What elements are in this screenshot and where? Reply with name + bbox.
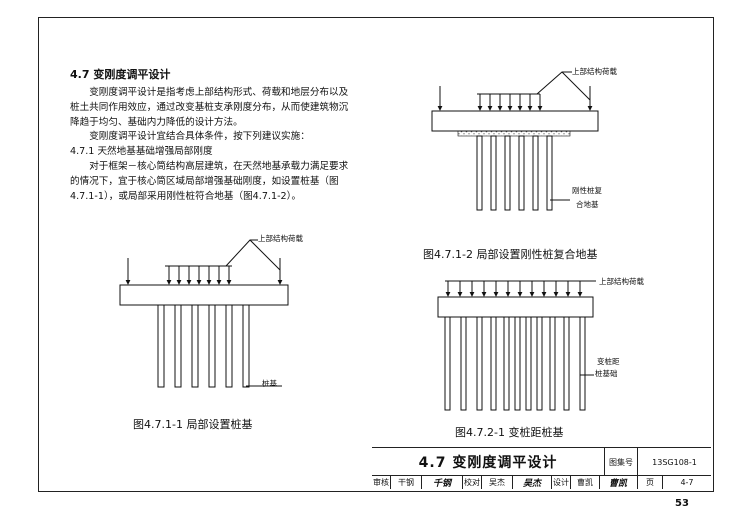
title-block-top-row: 4.7 变刚度调平设计 图集号 13SG108-1 (372, 447, 711, 476)
check-label: 校对 (464, 478, 480, 487)
fig2-pile-label-2: 合地基 (576, 200, 599, 209)
section-body: 变刚度调平设计是指考虑上部结构形式、荷载和地层分布以及桩土共同作用效应，通过改变… (70, 86, 355, 204)
fig3-load-label: 上部结构荷载 (599, 277, 644, 286)
atlas-number: 13SG108-1 (652, 457, 697, 467)
fig3-pile-label-1: 变桩距 (597, 357, 620, 366)
paragraph-frame-core: 对于框架－核心筒结构高层建筑，在天然地基承载力满足要求的情况下，宜于核心筒区域局… (70, 160, 349, 202)
fig2-load-label: 上部结构荷载 (572, 67, 617, 76)
review-label: 审核 (373, 478, 389, 487)
section-title: 4.7 变刚度调平设计 (70, 68, 171, 81)
sheet-number: 4-7 (680, 478, 694, 487)
designer-signature: 曹凯 (608, 479, 627, 489)
checker-signature: 吴杰 (522, 479, 541, 489)
paragraph-advice: 变刚度调平设计宜结合具体条件，按下列建议实施： (89, 131, 310, 143)
reviewer-signature: 千钢 (432, 479, 451, 489)
paragraph-intro: 变刚度调平设计是指考虑上部结构形式、荷载和地层分布以及桩土共同作用效应，通过改变… (70, 87, 349, 128)
page-number: 53 (675, 498, 689, 509)
designer-name: 曹凯 (577, 478, 593, 487)
fig3-pile-label-2: 桩基础 (595, 369, 618, 378)
fig1-pile-label: 桩基 (262, 379, 277, 388)
fig1-load-label: 上部结构荷载 (258, 234, 303, 243)
fig1-caption: 图4.7.1-1 局部设置桩基 (133, 418, 253, 431)
fig3-caption: 图4.7.2-1 变桩距桩基 (455, 426, 564, 439)
fig2-pile-label-1: 刚性桩复 (572, 186, 602, 195)
title-block-sign-row: 审核 干钢 千钢 校对 吴杰 吴杰 设计 曹凯 曹凯 页 4-7 (372, 475, 711, 489)
figure-local-pile-foundation (119, 239, 289, 388)
fig2-caption: 图4.7.1-2 局部设置刚性桩复合地基 (423, 248, 598, 261)
page-label: 页 (646, 478, 654, 487)
checker-name: 吴杰 (489, 478, 505, 487)
atlas-label: 图集号 (609, 457, 633, 467)
title-block: 4.7 变刚度调平设计 图集号 13SG108-1 审核 干钢 千钢 校对 吴杰… (372, 447, 711, 489)
subsection-heading: 4.7.1 天然地基基础增强局部刚度 (70, 146, 213, 158)
reviewer-name: 干钢 (398, 478, 414, 487)
figure-variable-spacing-piles (437, 280, 596, 411)
drawing-title: 4.7 变刚度调平设计 (418, 455, 558, 471)
figure-rigid-pile-composite (431, 71, 599, 211)
drawing-frame (38, 17, 714, 492)
design-label: 设计 (553, 478, 569, 487)
